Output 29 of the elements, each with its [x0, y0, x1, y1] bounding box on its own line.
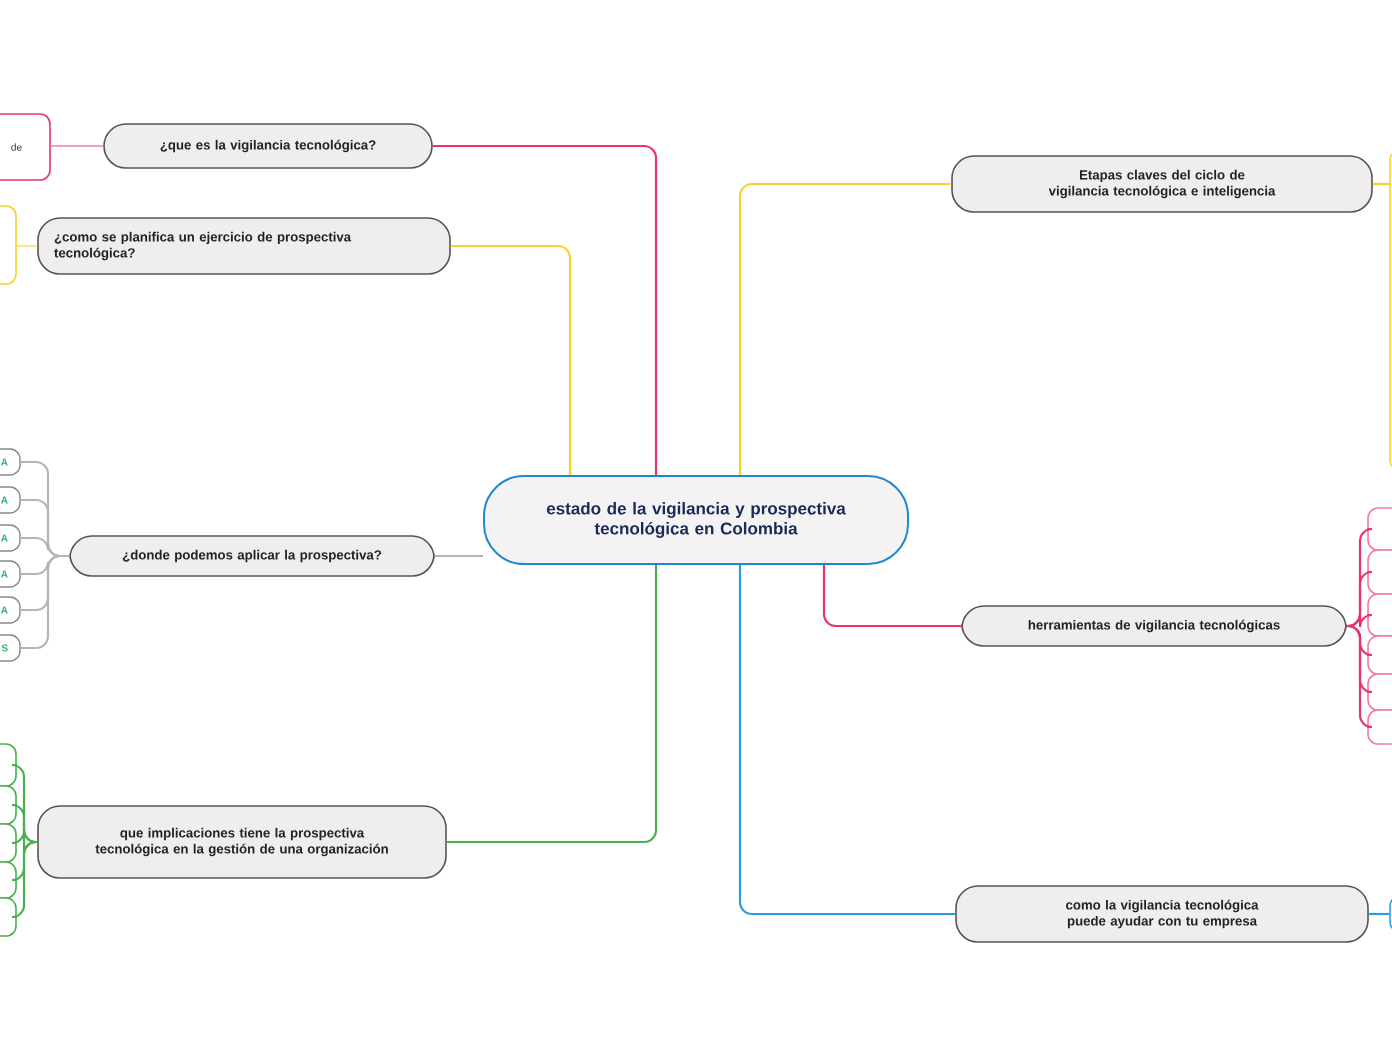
subtopic-box [0, 785, 17, 825]
connector [20, 554, 70, 650]
connector [738, 182, 952, 475]
connector [1346, 624, 1374, 729]
connector [50, 144, 104, 148]
connector [1372, 182, 1390, 186]
subtopic-box [1367, 507, 1392, 551]
subtopic-box [1367, 673, 1392, 711]
connector [10, 803, 38, 844]
subtopic-box [0, 823, 17, 863]
subtopic-box [0, 897, 17, 937]
subtopic-box [0, 205, 17, 285]
connector [1346, 612, 1374, 629]
connector [822, 565, 962, 628]
connector [738, 565, 956, 916]
subtopic-box [0, 861, 17, 899]
subtopic-box [0, 743, 17, 787]
connector [434, 554, 483, 558]
connector [446, 565, 658, 844]
connector [10, 840, 38, 919]
subtopic-box [1367, 635, 1392, 675]
central-topic-box: estado de la vigilancia y prospectiva tecnológica en Colombia [483, 475, 909, 565]
subtopic-box [1367, 549, 1392, 595]
subtopic-box [1367, 593, 1392, 637]
connector [432, 144, 658, 475]
connector [1368, 912, 1390, 916]
connector [16, 244, 38, 248]
connector [450, 244, 572, 475]
subtopic-box [1367, 709, 1392, 745]
